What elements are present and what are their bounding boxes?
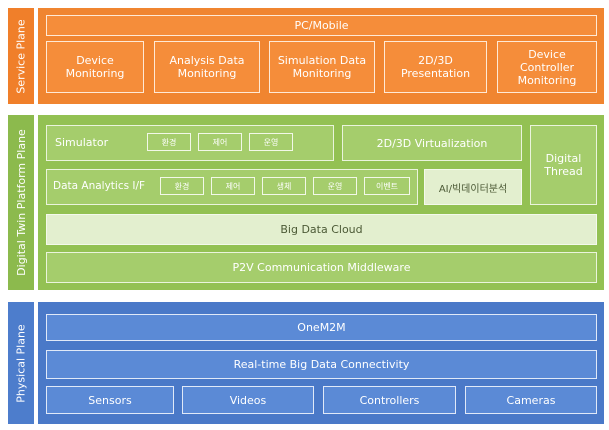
analytics-chip: 이벤트 bbox=[364, 177, 410, 195]
box-line: 2D/3D bbox=[418, 54, 453, 67]
big-data-cloud-label: Big Data Cloud bbox=[280, 223, 363, 236]
data-analytics-label: Data Analytics I/F bbox=[53, 180, 146, 192]
ai-bigdata-label: AI/빅데이터분석 bbox=[438, 183, 508, 195]
presentation-box: 2D/3D Presentation bbox=[384, 41, 487, 93]
connectivity-bar: Real-time Big Data Connectivity bbox=[46, 350, 597, 379]
device-label: Sensors bbox=[88, 393, 132, 407]
onem2m-bar: OneM2M bbox=[46, 314, 597, 341]
sensors-box: Sensors bbox=[46, 386, 174, 414]
analytics-chip: 운영 bbox=[313, 177, 357, 195]
device-monitoring-box: Device Monitoring bbox=[46, 41, 144, 93]
device-label: Cameras bbox=[506, 393, 556, 407]
platform-plane-label-text: Digital Twin Platform Plane bbox=[14, 129, 28, 276]
chip-label: 환경 bbox=[174, 181, 190, 191]
chip-label: 환경 bbox=[161, 137, 177, 147]
analysis-data-monitoring-box: Analysis Data Monitoring bbox=[154, 41, 260, 93]
cameras-box: Cameras bbox=[465, 386, 597, 414]
virtualization-label: 2D/3D Virtualization bbox=[376, 136, 488, 150]
box-line: Presentation bbox=[400, 67, 471, 80]
controllers-box: Controllers bbox=[323, 386, 456, 414]
box-line: Simulation Data bbox=[277, 54, 367, 67]
pc-mobile-label: PC/Mobile bbox=[294, 19, 349, 32]
chip-label: 운영 bbox=[263, 137, 279, 147]
simulator-chip: 제어 bbox=[198, 133, 242, 151]
big-data-cloud-box: Big Data Cloud bbox=[46, 214, 597, 245]
ai-bigdata-box: AI/빅데이터분석 bbox=[424, 169, 522, 205]
virtualization-box: 2D/3D Virtualization bbox=[342, 125, 522, 161]
chip-label: 이벤트 bbox=[375, 181, 399, 191]
device-controller-monitoring-box: Device Controller Monitoring bbox=[497, 41, 597, 93]
platform-plane-label: Digital Twin Platform Plane bbox=[8, 115, 34, 290]
box-line: Device bbox=[528, 47, 566, 61]
physical-plane-label-text: Physical Plane bbox=[14, 323, 28, 403]
box-line: Analysis Data bbox=[169, 54, 245, 67]
box-line: Controller bbox=[519, 60, 575, 74]
onem2m-label: OneM2M bbox=[297, 321, 346, 334]
data-analytics-panel: Data Analytics I/F 환경 제어 생체 운영 이벤트 bbox=[46, 169, 418, 205]
simulation-data-monitoring-box: Simulation Data Monitoring bbox=[269, 41, 375, 93]
box-line: Monitoring bbox=[517, 73, 577, 87]
simulator-chip: 운영 bbox=[249, 133, 293, 151]
service-plane-label: Service Plane bbox=[8, 8, 34, 104]
chip-label: 운영 bbox=[327, 181, 343, 191]
analytics-chip: 환경 bbox=[160, 177, 204, 195]
chip-label: 생체 bbox=[276, 181, 292, 191]
device-label: Videos bbox=[229, 393, 267, 407]
box-line: Device bbox=[76, 54, 114, 67]
videos-box: Videos bbox=[182, 386, 314, 414]
analytics-chip: 생체 bbox=[262, 177, 306, 195]
physical-plane-label: Physical Plane bbox=[8, 302, 34, 424]
service-plane-label-text: Service Plane bbox=[14, 18, 28, 94]
chip-label: 제어 bbox=[212, 137, 228, 147]
analytics-chip: 제어 bbox=[211, 177, 255, 195]
box-line: Monitoring bbox=[292, 67, 352, 80]
box-line: Digital bbox=[545, 152, 582, 165]
box-line: Monitoring bbox=[65, 67, 125, 80]
box-line: Monitoring bbox=[177, 67, 237, 80]
box-line: Thread bbox=[544, 165, 583, 178]
simulator-chip: 환경 bbox=[147, 133, 191, 151]
chip-label: 제어 bbox=[225, 181, 241, 191]
simulator-panel: Simulator 환경 제어 운영 bbox=[46, 125, 334, 161]
p2v-middleware-box: P2V Communication Middleware bbox=[46, 252, 597, 283]
p2v-label: P2V Communication Middleware bbox=[232, 261, 411, 274]
pc-mobile-bar: PC/Mobile bbox=[46, 15, 597, 36]
simulator-label: Simulator bbox=[55, 136, 109, 149]
device-label: Controllers bbox=[359, 393, 420, 407]
digital-thread-box: Digital Thread bbox=[530, 125, 597, 205]
connectivity-label: Real-time Big Data Connectivity bbox=[233, 358, 410, 371]
